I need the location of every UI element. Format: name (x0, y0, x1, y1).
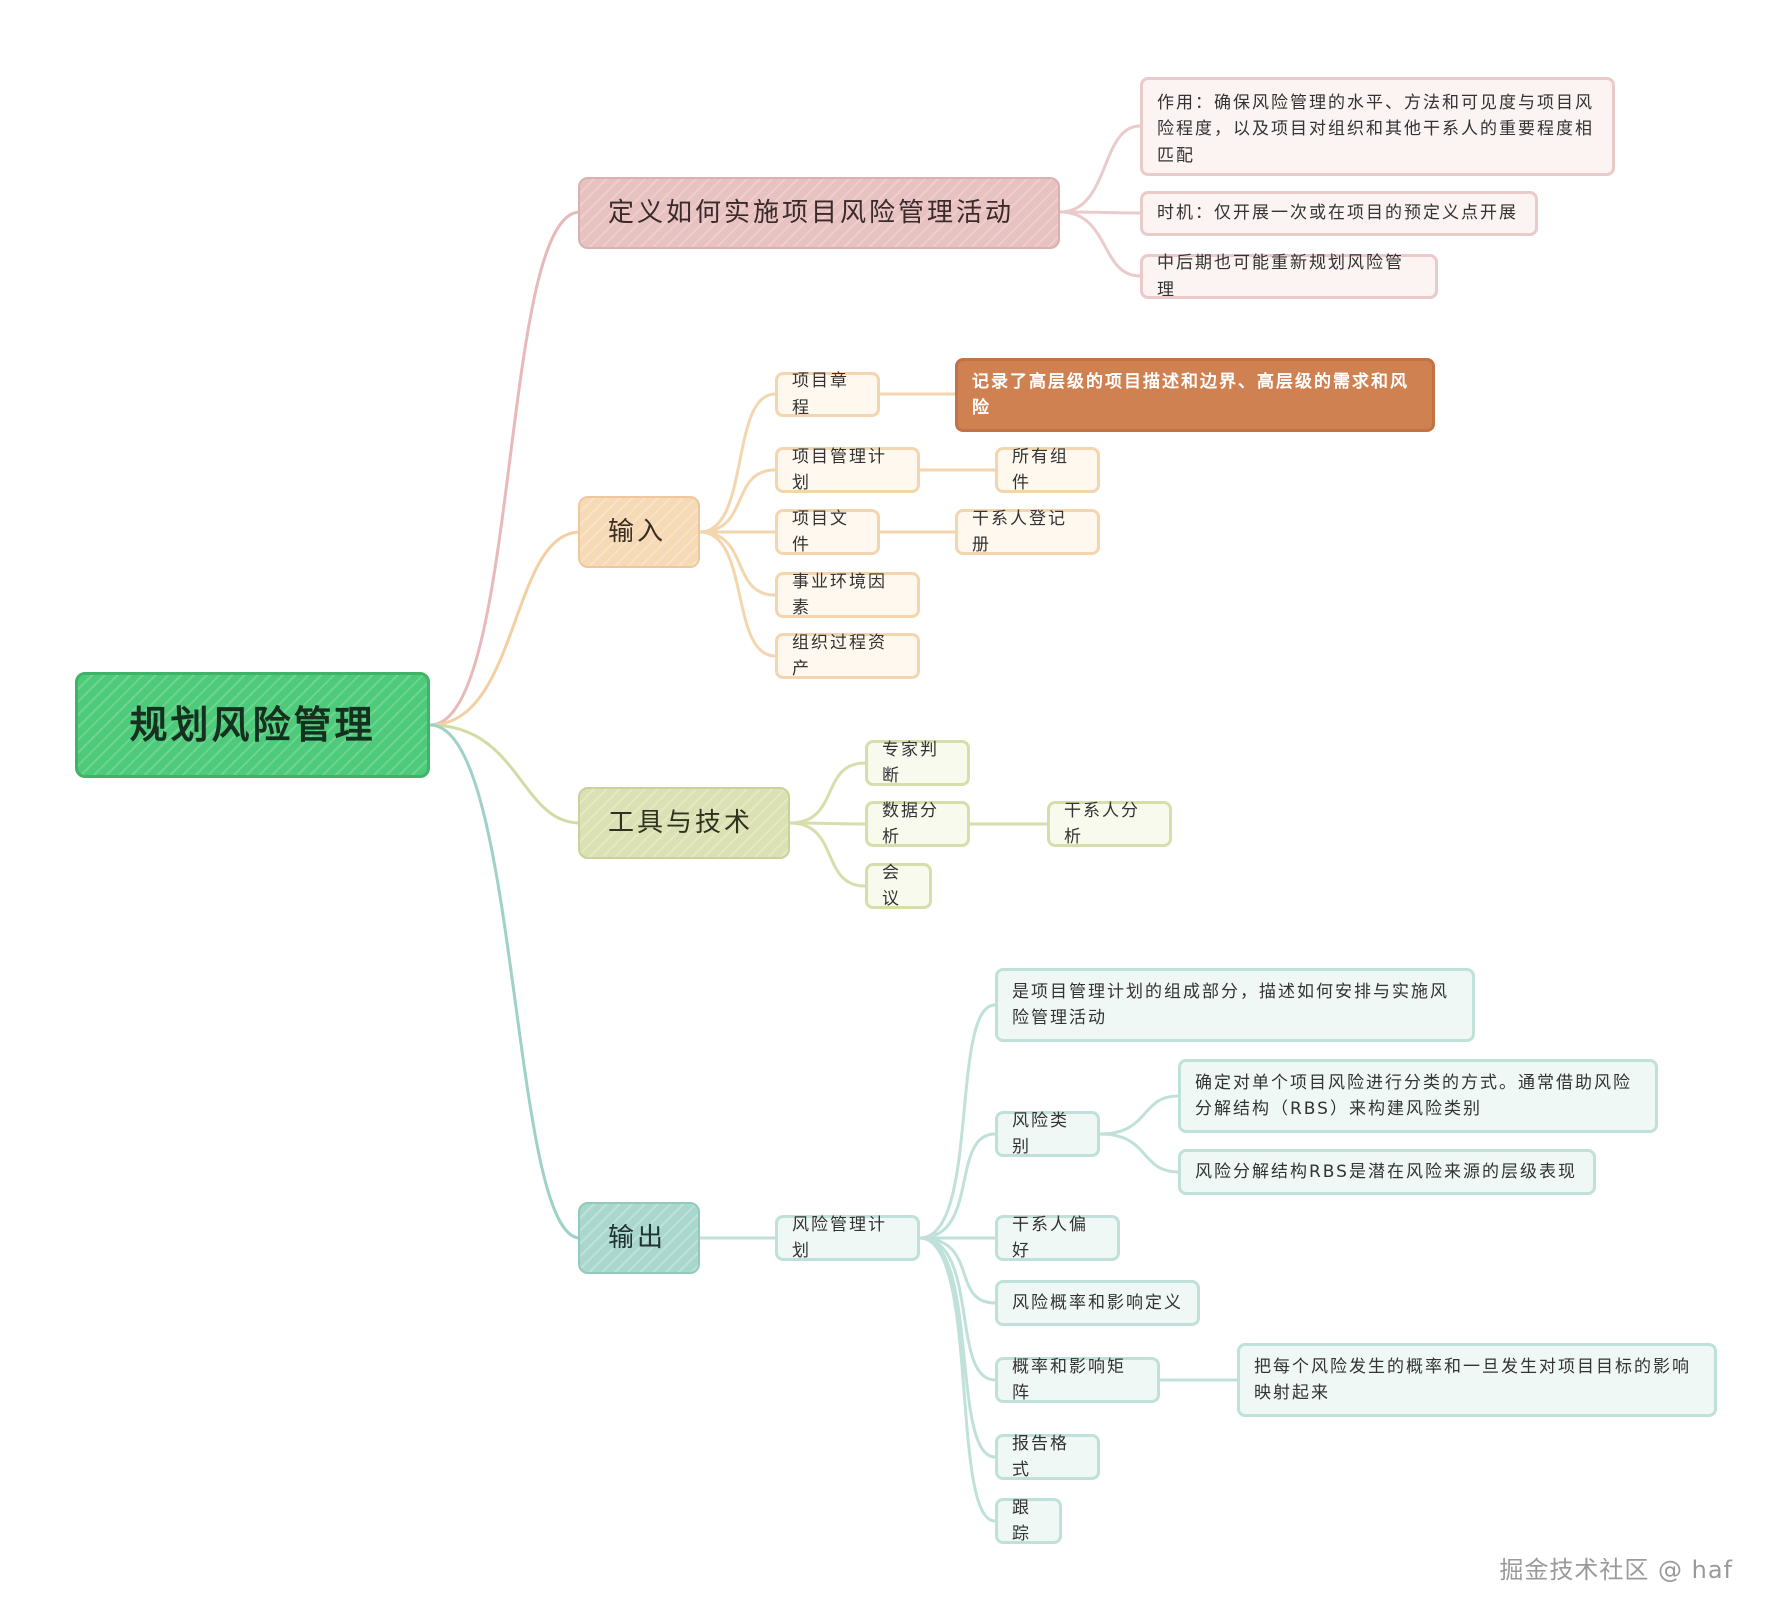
plan-item-risk-category[interactable]: 风险类别 (995, 1111, 1100, 1157)
input-pm-plan-detail[interactable]: 所有组件 (995, 447, 1100, 493)
edge-root-output (428, 723, 582, 1240)
edge-root-tools (428, 723, 582, 825)
define-item-timing[interactable]: 时机：仅开展一次或在项目的预定义点开展 (1140, 191, 1538, 236)
edge-root-input (428, 530, 582, 727)
edge-cat-detail-2 (1098, 1132, 1180, 1174)
edge-input-5 (698, 530, 777, 658)
tool-item-expert[interactable]: 专家判断 (865, 740, 970, 786)
edge-input-4 (698, 530, 777, 597)
output-risk-plan[interactable]: 风险管理计划 (775, 1215, 920, 1261)
branch-tools[interactable]: 工具与技术 (578, 787, 790, 859)
edge-plan-7 (918, 1236, 997, 1523)
edge-input-2 (698, 468, 777, 534)
plan-item-matrix[interactable]: 概率和影响矩阵 (995, 1357, 1160, 1403)
tool-item-data-analysis[interactable]: 数据分析 (865, 801, 970, 847)
input-charter-detail[interactable]: 记录了高层级的项目描述和边界、高层级的需求和风险 (955, 358, 1435, 432)
branch-define[interactable]: 定义如何实施项目风险管理活动 (578, 177, 1060, 249)
edge-tools-1 (788, 761, 867, 825)
root-node[interactable]: 规划风险管理 (75, 672, 430, 778)
risk-category-detail-1[interactable]: 确定对单个项目风险进行分类的方式。通常借助风险分解结构（RBS）来构建风险类别 (1178, 1059, 1658, 1133)
tool-data-analysis-detail[interactable]: 干系人分析 (1047, 801, 1172, 847)
edge-tools-3 (788, 821, 867, 888)
edge-input-1 (698, 392, 777, 534)
define-item-purpose[interactable]: 作用：确保风险管理的水平、方法和可见度与项目风险程度，以及项目对组织和其他干系人… (1140, 77, 1615, 176)
edge-plan-2 (918, 1132, 997, 1240)
input-project-docs-detail[interactable]: 干系人登记册 (955, 509, 1100, 555)
define-item-replan[interactable]: 中后期也可能重新规划风险管理 (1140, 253, 1438, 300)
input-item-project-docs[interactable]: 项目文件 (775, 509, 880, 555)
edge-define-3 (1058, 210, 1142, 278)
plan-item-description[interactable]: 是项目管理计划的组成部分，描述如何安排与实施风险管理活动 (995, 968, 1475, 1042)
edge-plan-1 (918, 1003, 997, 1240)
edge-cat-detail-1 (1098, 1094, 1180, 1136)
branch-output[interactable]: 输出 (578, 1202, 700, 1274)
watermark: 掘金技术社区 @ haf (1499, 1556, 1733, 1584)
plan-item-prob-impact-def[interactable]: 风险概率和影响定义 (995, 1280, 1200, 1326)
input-item-charter[interactable]: 项目章程 (775, 371, 880, 418)
edge-define-1 (1058, 124, 1142, 214)
edge-plan-4 (918, 1236, 997, 1305)
input-item-opa[interactable]: 组织过程资产 (775, 633, 920, 679)
risk-category-detail-2[interactable]: 风险分解结构RBS是潜在风险来源的层级表现 (1178, 1149, 1596, 1195)
branch-input[interactable]: 输入 (578, 496, 700, 568)
matrix-detail[interactable]: 把每个风险发生的概率和一旦发生对项目目标的影响映射起来 (1237, 1343, 1717, 1417)
input-item-eef[interactable]: 事业环境因素 (775, 572, 920, 618)
edge-plan-6 (918, 1236, 997, 1459)
edge-plan-5 (918, 1236, 997, 1382)
tool-item-meeting[interactable]: 会议 (865, 863, 932, 909)
input-item-pm-plan[interactable]: 项目管理计划 (775, 447, 920, 493)
plan-item-report-format[interactable]: 报告格式 (995, 1434, 1100, 1480)
edge-root-define (428, 210, 582, 727)
plan-item-tracking[interactable]: 跟踪 (995, 1498, 1062, 1544)
plan-item-stakeholder-pref[interactable]: 干系人偏好 (995, 1215, 1120, 1261)
